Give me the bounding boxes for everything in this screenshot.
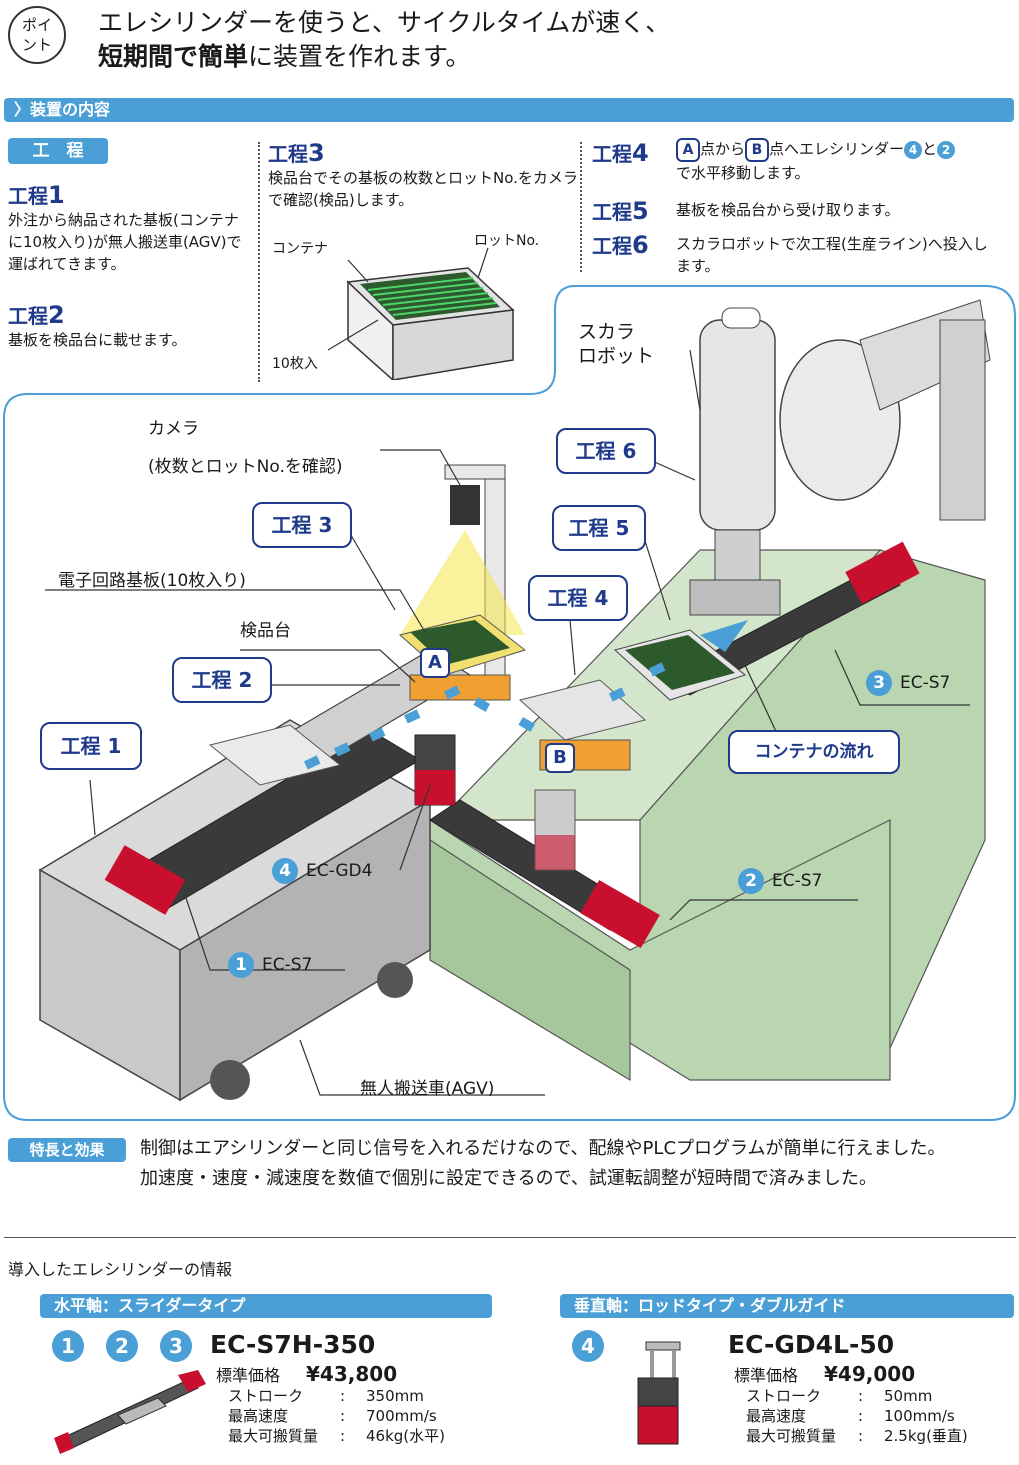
step-5: 工程5 基板を検品台から受け取ります。 (592, 197, 900, 225)
product-2-price: 標準価格 ¥49,000 (734, 1362, 916, 1386)
agv-label: 無人搬送車(AGV) (360, 1079, 495, 1099)
callout-step-1: 工程 1 (40, 722, 142, 770)
product-1-nums: 1 2 3 (52, 1330, 192, 1362)
callout-step-2: 工程 2 (172, 657, 272, 703)
step-1-text: 外注から納品された基板(コンテナに10枚入り)が無人搬送車(AGV)で運ばれてき… (8, 211, 242, 273)
point-b-mark: B (745, 138, 770, 162)
section-bar: 〉装置の内容 (4, 98, 1014, 122)
slider-actuator-image (54, 1370, 206, 1454)
step-3-text: 検品台でその基板の枚数とロットNo.をカメラで確認(検品)します。 (268, 169, 578, 209)
product-1-model: EC-S7H-350 (210, 1330, 376, 1359)
features-text: 制御はエアシリンダーと同じ信号を入れるだけなので、配線やPLCプログラムが簡単に… (140, 1134, 1010, 1194)
headline-bold: 短期間で簡単 (98, 42, 249, 71)
headline-line1: エレシリンダーを使うと、サイクルタイムが速く、 (98, 8, 671, 37)
process-pill: 工 程 (8, 138, 108, 164)
point-badge: ポイ ント (8, 6, 66, 64)
point-a-mark: A (676, 138, 700, 162)
product-2-specs: ストローク:50mm 最高速度:100mm/s 最大可搬質量:2.5kg(垂直) (746, 1387, 968, 1445)
count-label: 10枚入 (272, 356, 318, 372)
camera-label: カメラ (148, 419, 199, 439)
step-5-text: 基板を検品台から受け取ります。 (676, 201, 900, 219)
divider-dotted-2 (580, 142, 582, 272)
container-flow-callout: コンテナの流れ (728, 730, 900, 774)
product-1-bar: 水平軸：スライダータイプ (40, 1294, 492, 1318)
product-2-nums: 4 (572, 1330, 604, 1362)
point-b-label: B (545, 743, 575, 773)
product-2-bar: 垂直軸：ロッドタイプ・ダブルガイド (560, 1294, 1014, 1318)
num-4-mark: 4 (904, 141, 923, 159)
headline: エレシリンダーを使うと、サイクルタイムが速く、 短期間で簡単に装置を作れます。 (98, 6, 670, 74)
step-6: 工程6 スカラロボットで次工程(生産ライン)へ投入します。 (592, 230, 1012, 277)
intro-title: 導入したエレシリンダーの情報 (8, 1260, 233, 1279)
pcb-label: 電子回路基板(10枚入り) (58, 571, 246, 591)
lot-label: ロットNo. (474, 233, 540, 249)
equipment-illustration (3, 285, 1016, 1121)
rod-actuator-image (637, 1341, 681, 1445)
inspection-table-label: 検品台 (240, 621, 291, 641)
step-2: 工程2 基板を検品台に載せます。 (8, 300, 248, 351)
step-2-text: 基板を検品台に載せます。 (8, 331, 187, 349)
feature-2: 加速度・速度・減速度を数値で個別に設定できるので、試運転調整が短時間で済みました… (140, 1168, 877, 1189)
num-2-mark: 2 (937, 141, 956, 159)
step-3: 工程3 検品台でその基板の枚数とロットNo.をカメラで確認(検品)します。 (268, 139, 578, 209)
callout-step-4: 工程 4 (528, 575, 628, 621)
section-divider (4, 1237, 1016, 1238)
callout-step-6: 工程 6 (556, 428, 656, 474)
point-a-label: A (420, 648, 450, 678)
divider-dotted-1 (258, 142, 260, 382)
step-6-text: スカラロボットで次工程(生産ライン)へ投入します。 (676, 235, 988, 275)
feature-1: 制御はエアシリンダーと同じ信号を入れるだけなので、配線やPLCプログラムが簡単に… (140, 1138, 946, 1159)
callout-step-3: 工程 3 (252, 502, 352, 548)
scara-label: スカラ ロボット (578, 321, 655, 367)
container-diagram (327, 247, 515, 380)
step-1: 工程1 外注から納品された基板(コンテナに10枚入り)が無人搬送車(AGV)で運… (8, 180, 248, 275)
callout-step-5: 工程 5 (552, 505, 646, 551)
headline-rest: に装置を作れます。 (248, 42, 471, 71)
product-1-price: 標準価格 ¥43,800 (216, 1362, 398, 1386)
camera-sub-label: (枚数とロットNo.を確認) (148, 457, 343, 477)
product-2-model: EC-GD4L-50 (728, 1330, 895, 1359)
container-label: コンテナ (272, 241, 328, 257)
features-pill: 特長と効果 (8, 1138, 126, 1162)
product-1-specs: ストローク:350mm 最高速度:700mm/s 最大可搬質量:46kg(水平) (228, 1387, 445, 1445)
